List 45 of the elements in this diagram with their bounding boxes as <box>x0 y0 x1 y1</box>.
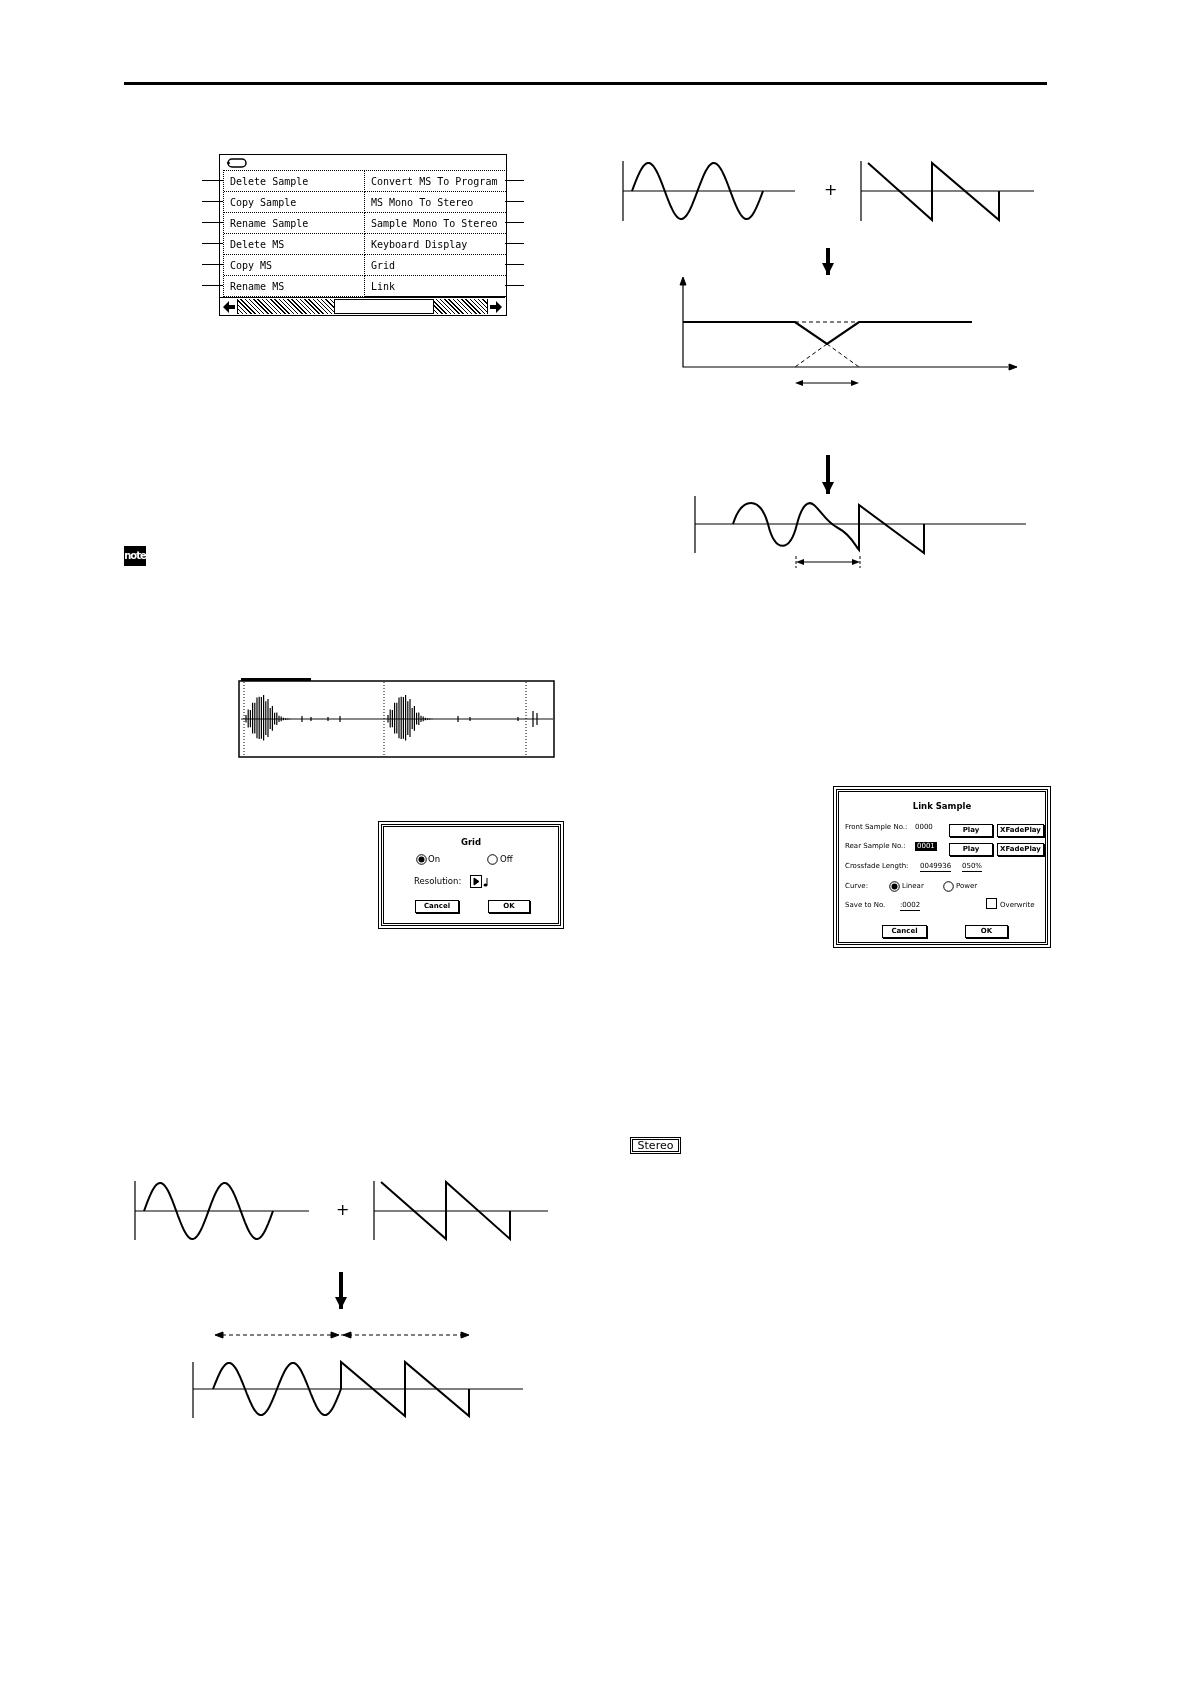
sine-wave-graph <box>621 159 797 222</box>
leader-line <box>201 285 224 286</box>
menu-option: Convert MS To Program <box>365 171 506 192</box>
plus-sign: + <box>824 182 838 198</box>
sine-wave-graph <box>133 1179 311 1242</box>
leader-line <box>504 285 525 286</box>
sawtooth-wave-graph <box>859 159 1036 222</box>
arrow <box>335 1272 347 1309</box>
dialog-title: Grid <box>459 837 483 848</box>
arrow <box>822 248 834 275</box>
menu-option: Copy MS <box>224 255 365 276</box>
sawtooth-wave-graph <box>372 1179 550 1242</box>
menu-option: Keyboard Display <box>365 234 506 255</box>
leader-line <box>201 222 224 223</box>
leader-line <box>504 243 525 244</box>
arrow <box>822 455 834 494</box>
leader-line <box>201 243 224 244</box>
crossfaded-wave-graph <box>693 494 1029 556</box>
dialog-window <box>836 789 1048 945</box>
menu-screen <box>219 154 507 316</box>
field-label: On <box>428 854 441 865</box>
note-badge: note <box>124 546 146 566</box>
leader-line <box>201 180 224 181</box>
crossfade-graph <box>681 275 1019 370</box>
dialog-title: Link Sample <box>911 801 973 812</box>
menu-option: Rename Sample <box>224 213 365 234</box>
menu-option: Delete MS <box>224 234 365 255</box>
leader-line <box>504 264 525 265</box>
plus-sign: + <box>336 1202 350 1218</box>
leader-line <box>201 201 224 202</box>
menu-option: Delete Sample <box>224 171 365 192</box>
leader-line <box>201 264 224 265</box>
leader-line <box>504 201 525 202</box>
dialog-window <box>381 824 561 926</box>
menu-option: MS Mono To Stereo <box>365 192 506 213</box>
field-label: Resolution: <box>414 876 462 887</box>
menu-option: Sample Mono To Stereo <box>365 213 506 234</box>
menu-option: Copy Sample <box>224 192 365 213</box>
leader-line <box>504 222 525 223</box>
field-label: Off <box>500 854 513 865</box>
menu-option: Grid <box>365 255 506 276</box>
menu-option: Rename MS <box>224 276 365 297</box>
leader-line <box>504 180 525 181</box>
stereo-tag: Stereo <box>630 1137 681 1154</box>
menu-option: Link <box>365 276 506 297</box>
